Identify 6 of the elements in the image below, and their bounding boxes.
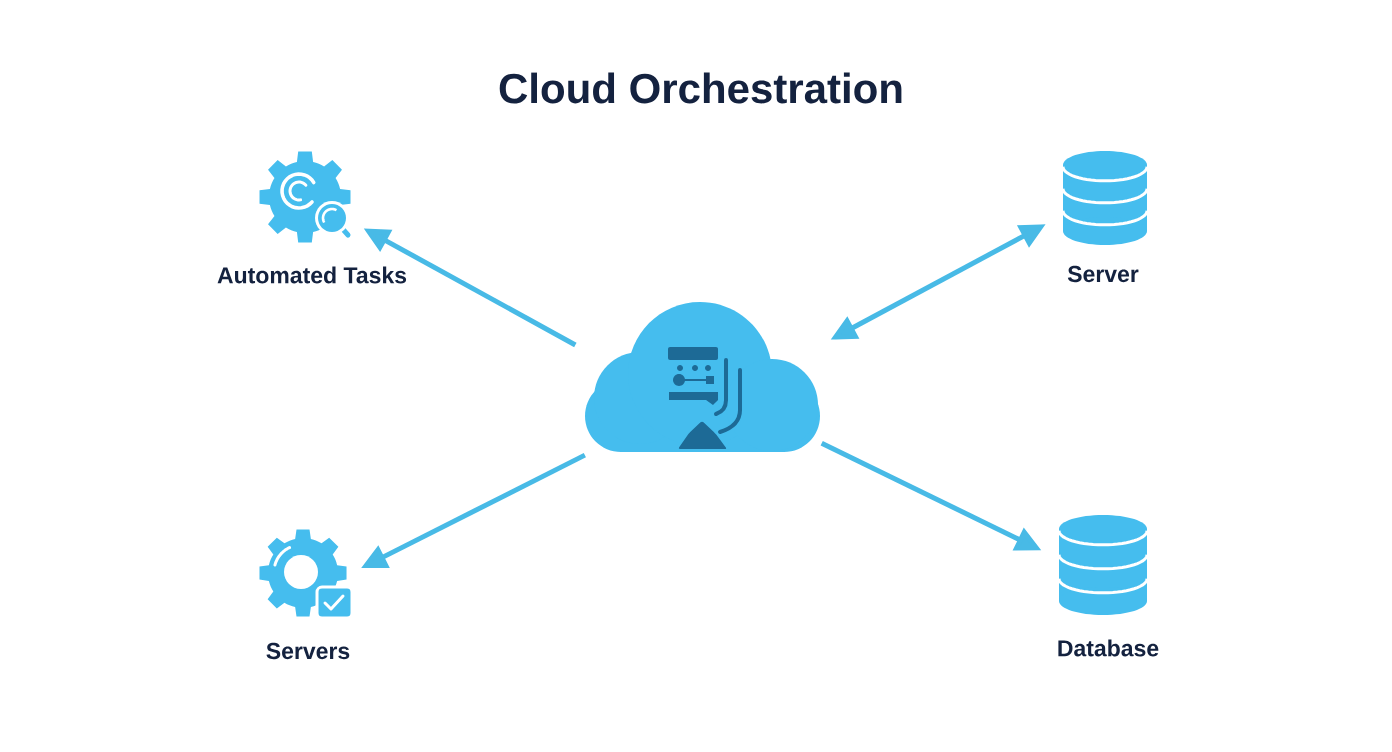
icon-label: Servers xyxy=(266,642,350,660)
icon-label: Automated Tasks xyxy=(217,266,407,284)
icon-label: Server xyxy=(1067,265,1139,283)
icon-label: Database xyxy=(1058,639,1159,657)
cloud-icon xyxy=(585,302,820,452)
title: Cloud Orchestration xyxy=(499,72,902,104)
